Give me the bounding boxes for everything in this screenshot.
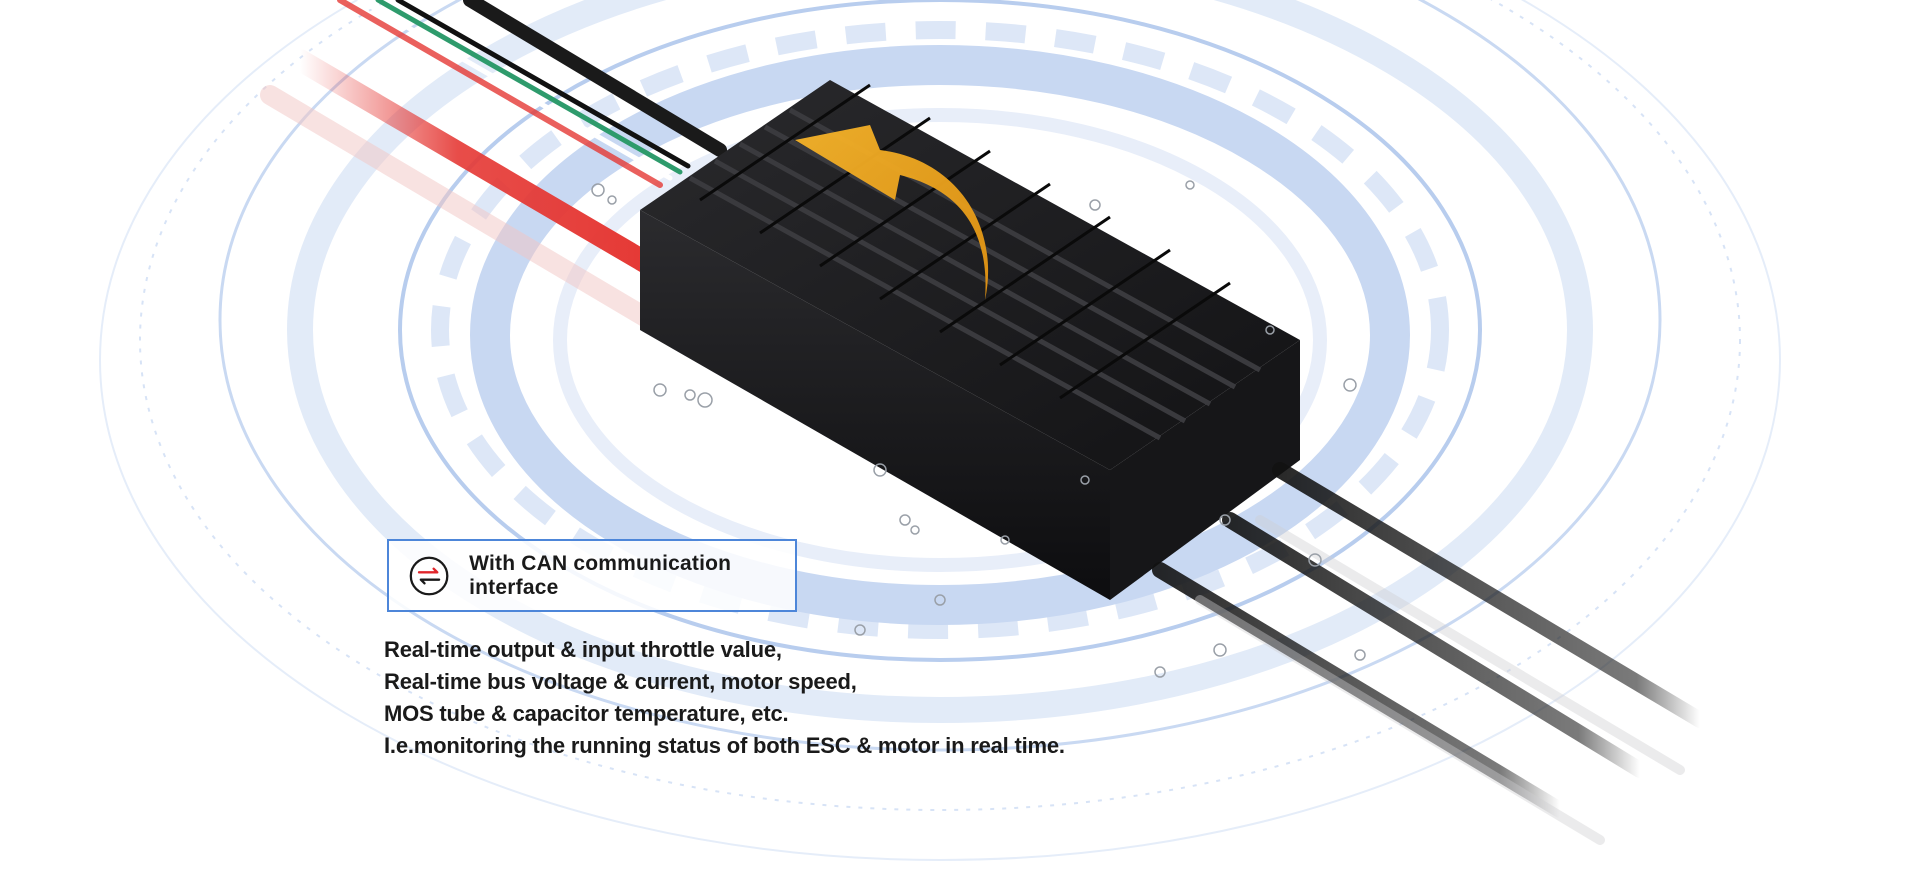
feature-description: Real-time output & input throttle value,… xyxy=(384,634,1144,762)
description-line: MOS tube & capacitor temperature, etc. xyxy=(384,701,789,726)
can-interface-badge: With CAN communication interface xyxy=(387,539,797,612)
motor-phase-wires xyxy=(1152,462,1708,845)
can-interface-label: With CAN communication interface xyxy=(469,551,732,599)
signal-wires xyxy=(260,0,727,330)
esc-controller xyxy=(640,80,1300,600)
bidirectional-arrows-icon xyxy=(409,556,449,595)
airflow-arrow xyxy=(795,125,989,300)
description-line: I.e.monitoring the running status of bot… xyxy=(384,733,1065,758)
water-droplets xyxy=(591,180,1366,678)
description-line: Real-time bus voltage & current, motor s… xyxy=(384,669,857,694)
description-line: Real-time output & input throttle value, xyxy=(384,637,782,662)
